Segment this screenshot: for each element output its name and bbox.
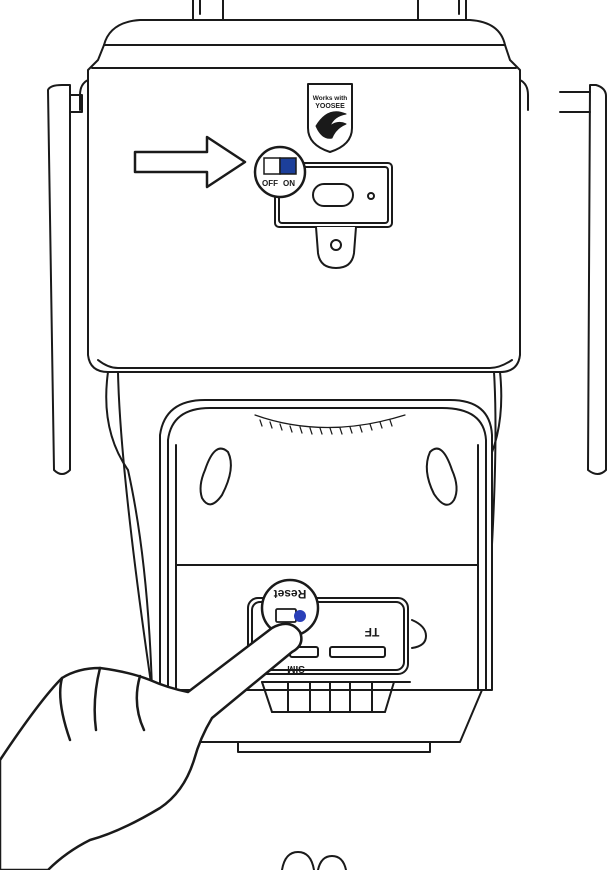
tf-card-slot [329, 646, 386, 658]
reset-label: Reset [274, 587, 307, 601]
vent-fins [261, 681, 411, 713]
right-antenna [559, 84, 607, 475]
left-slot [199, 447, 232, 506]
reset-button-dot [294, 610, 306, 622]
sim-label: SIM [287, 663, 305, 674]
base [237, 741, 431, 871]
usb-c-port [312, 183, 354, 207]
yoosee-badge [307, 83, 353, 153]
switch-off-label: OFF [262, 179, 278, 188]
badge-line1-text: Works with [313, 95, 348, 102]
left-antenna [47, 84, 83, 475]
tf-label: TF [365, 625, 380, 639]
speaker-grille [254, 414, 406, 435]
pointer-arrow [133, 135, 247, 189]
hand [0, 622, 303, 872]
switch-on-segment [279, 157, 297, 175]
switch-off-segment [263, 157, 281, 175]
status-led [367, 192, 375, 200]
top-mount [103, 0, 506, 46]
right-slot [425, 447, 458, 506]
badge-line2-text: YOOSEE [315, 103, 345, 110]
switch-on-label: ON [283, 179, 295, 188]
